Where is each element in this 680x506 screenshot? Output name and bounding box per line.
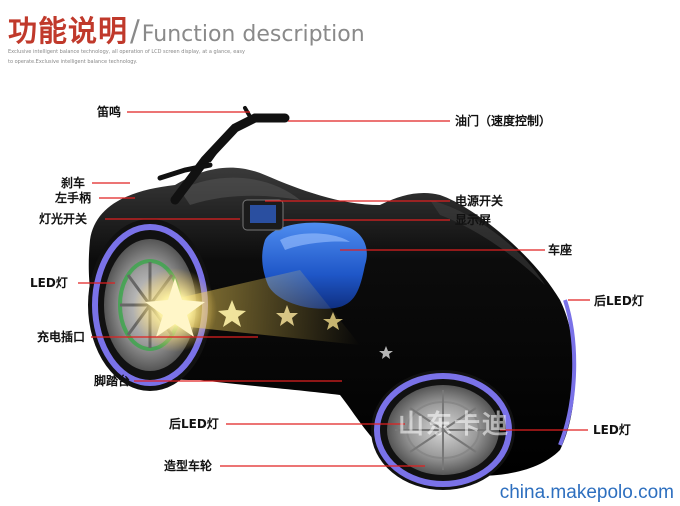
callout-power-switch: 电源开关 — [455, 194, 504, 208]
source-credit: china.makepolo.com — [499, 482, 674, 503]
callout-wheel: 造型车轮 — [164, 459, 213, 473]
watermark: 山东卡迪 — [398, 410, 511, 440]
callout-led-light-rear: LED灯 — [593, 423, 631, 437]
subtitle-line-1: Exclusive intelligent balance technology… — [8, 49, 245, 55]
callout-rear-led-right: 后LED灯 — [594, 294, 644, 308]
callout-brake: 刹车 — [61, 176, 86, 190]
headlight-star — [145, 278, 205, 337]
header-title: 功能说明 / Function description — [8, 8, 365, 48]
callout-throttle: 油门（速度控制） — [455, 114, 552, 128]
callout-footrest: 脚踏台 — [94, 374, 131, 388]
headlight-beam — [170, 270, 360, 345]
callout-seat: 车座 — [548, 243, 573, 257]
title-slash: / — [130, 14, 140, 48]
callout-display: 显示屏 — [455, 213, 492, 227]
callout-light-switch: 灯光开关 — [39, 212, 88, 226]
callout-horn: 笛鸣 — [97, 105, 122, 119]
callout-rear-led-bottom: 后LED灯 — [169, 417, 219, 431]
subtitle-line-2: to operate.Exclusive intelligent balance… — [8, 59, 138, 65]
leader-lines — [78, 111, 590, 467]
title-english: Function description — [141, 22, 365, 47]
callout-left-handle: 左手柄 — [55, 191, 92, 205]
rear-wheel — [371, 370, 515, 490]
callout-led-light-front: LED灯 — [30, 276, 68, 290]
rear-led-strip — [558, 299, 577, 446]
title-chinese: 功能说明 — [8, 14, 129, 48]
callout-charging-port: 充电插口 — [37, 330, 86, 344]
handlebar — [157, 106, 290, 205]
